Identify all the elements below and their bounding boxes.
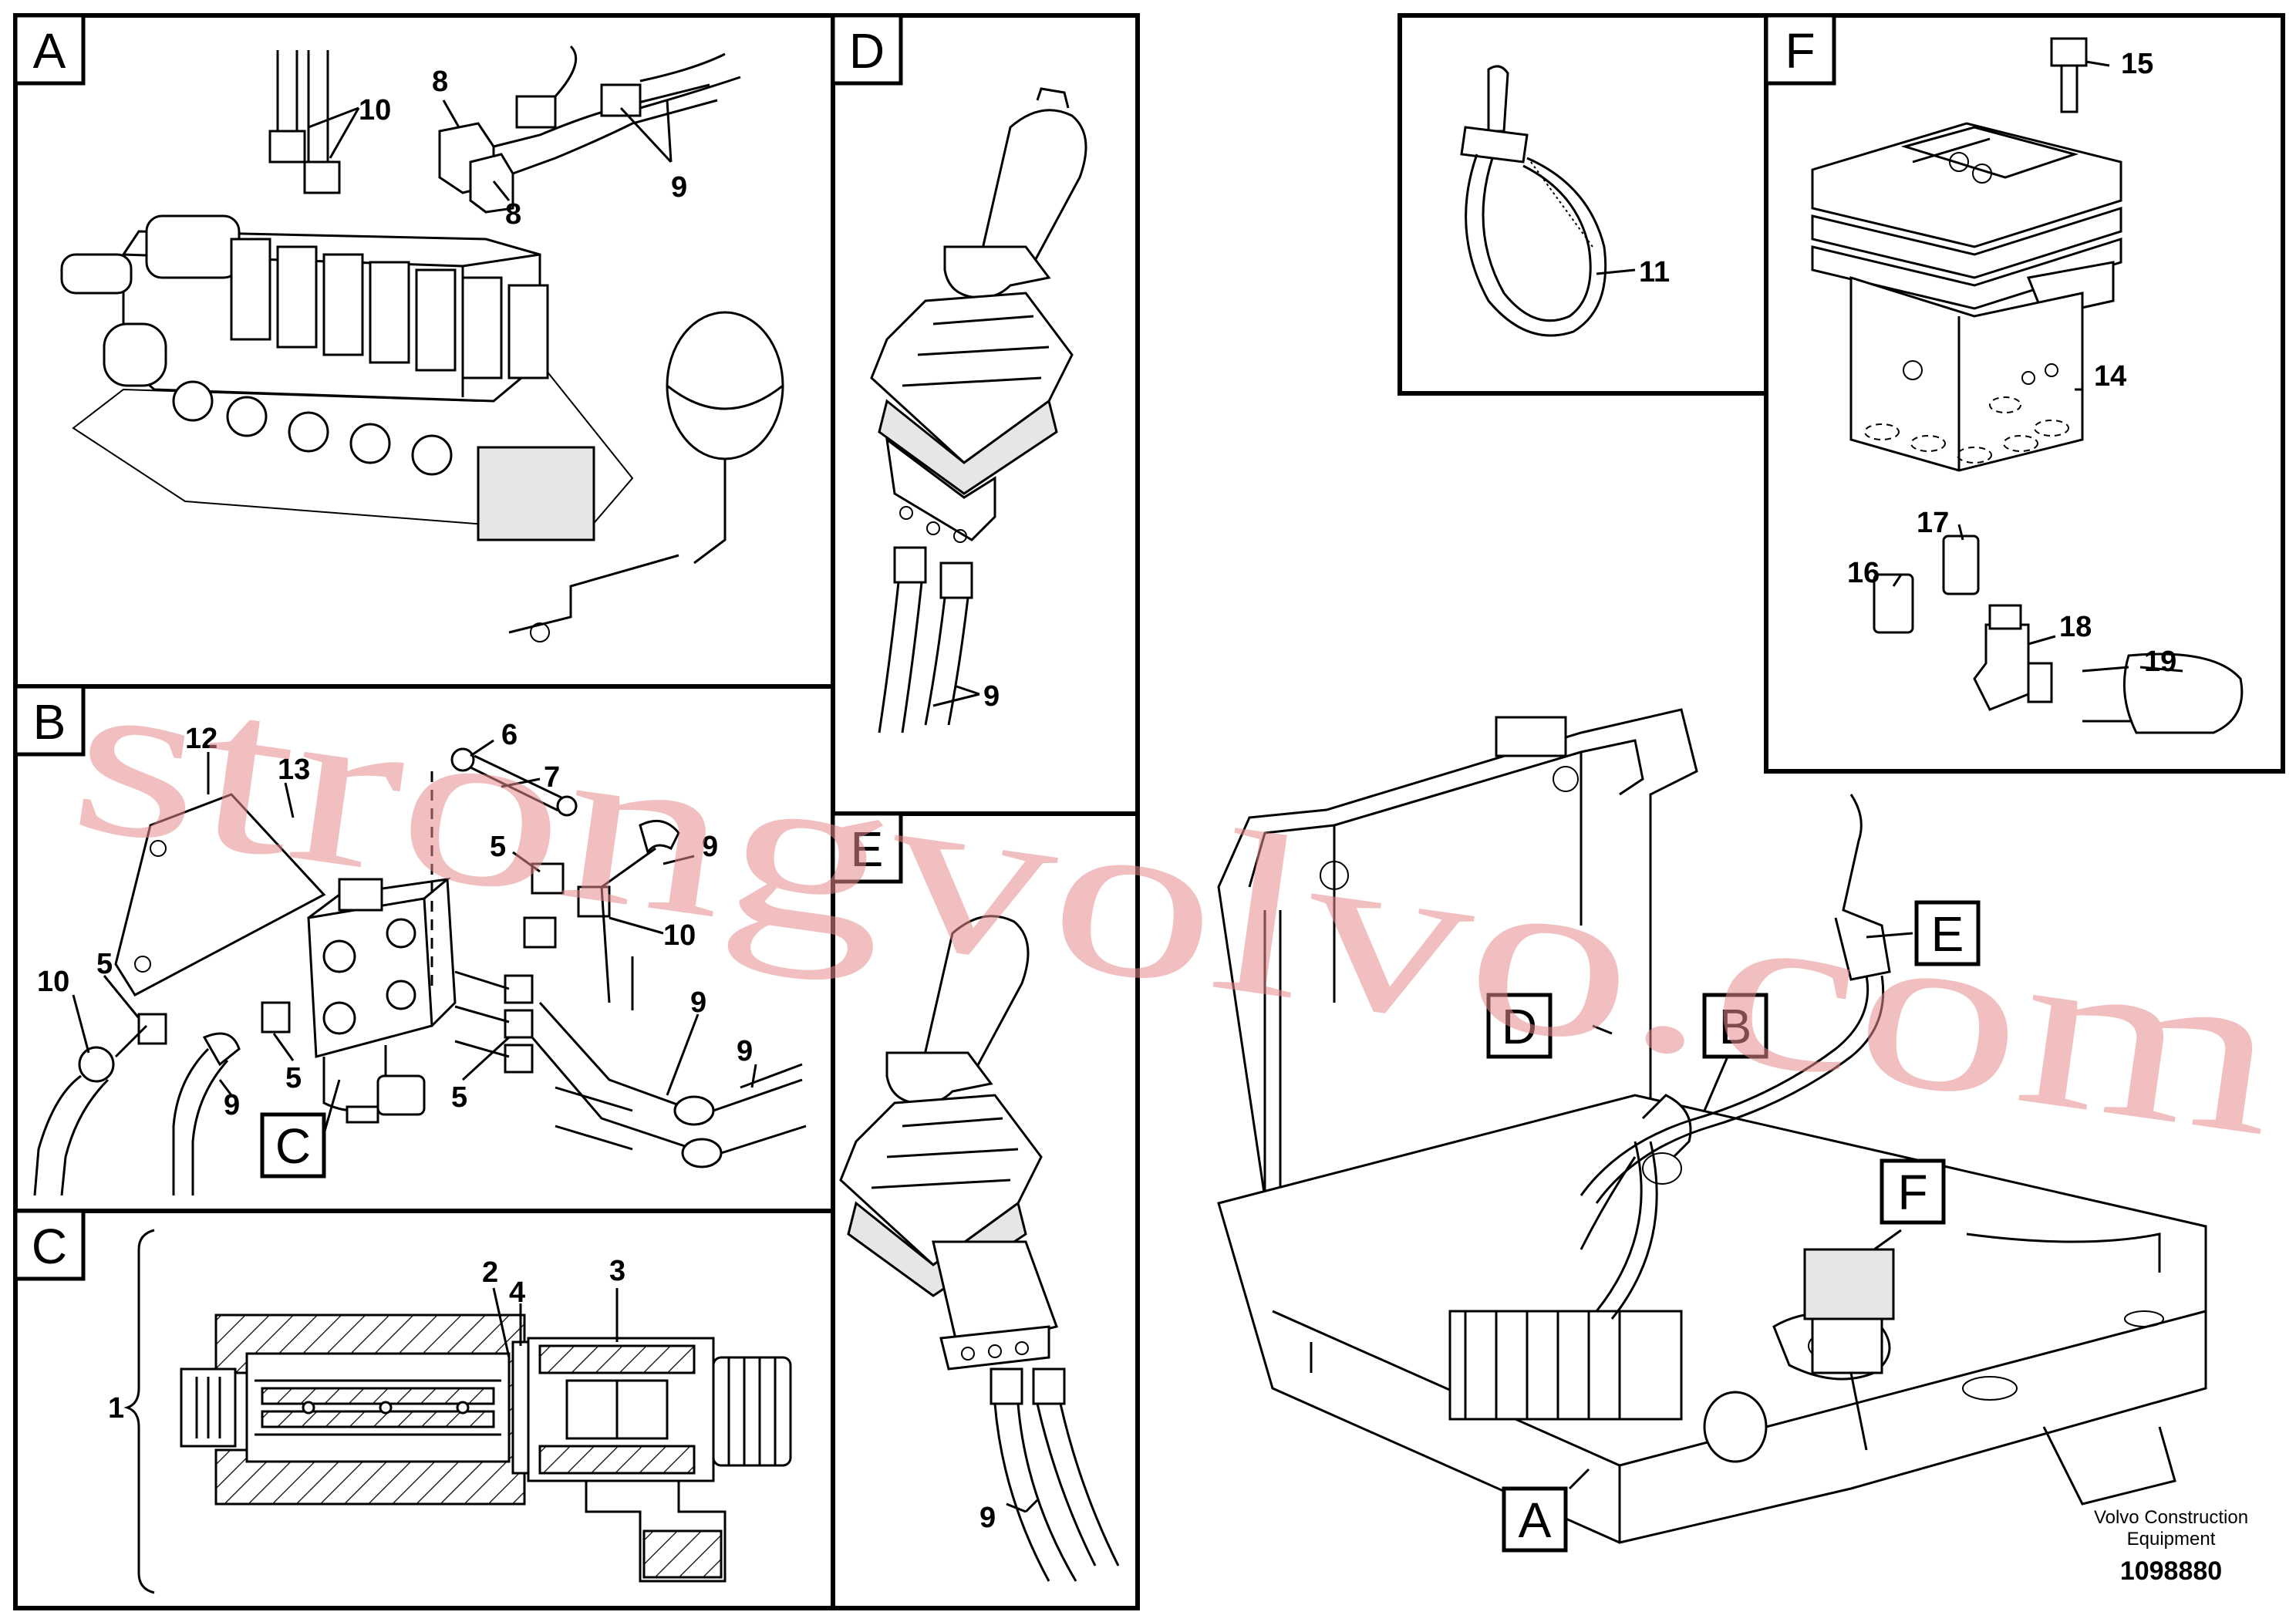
panel-f-leaders (1892, 60, 2183, 673)
panel-b: B (13, 684, 835, 1213)
footer-company-line2: Equipment (2127, 1529, 2216, 1549)
callout-11: 11 (1639, 256, 1670, 288)
callout-9-b3: 9 (690, 986, 706, 1019)
callout-5-b4: 5 (451, 1081, 467, 1114)
callout-16: 16 (1847, 557, 1880, 589)
callout-8-a1: 8 (432, 66, 448, 98)
cartridge-section-drawing (123, 1229, 792, 1594)
joystick-d-drawing (870, 87, 1087, 733)
callout-5-b1: 5 (490, 831, 506, 863)
callout-9-b4: 9 (737, 1035, 753, 1067)
footer: Volvo Construction Equipment 1098880 (2094, 1507, 2248, 1586)
callout-8-a2: 8 (505, 198, 521, 231)
panel-e-label: E (851, 821, 884, 877)
footer-company-line1: Volvo Construction (2094, 1507, 2248, 1528)
callout-2: 2 (482, 1256, 498, 1289)
callout-9-a: 9 (671, 171, 687, 204)
callout-6: 6 (501, 719, 518, 751)
callout-19: 19 (2144, 646, 2176, 678)
callout-10-b2: 10 (37, 966, 69, 998)
panel-a-leaders (308, 99, 673, 201)
solenoid-valve-drawing (33, 747, 807, 1196)
callout-a-overview: A (1519, 1492, 1552, 1548)
panel-f: F (1764, 13, 2285, 774)
joystick-e-drawing (839, 915, 1120, 1582)
footer-doc-number: 1098880 (2120, 1556, 2222, 1586)
callout-10-a: 10 (359, 94, 391, 126)
callout-15: 15 (2121, 48, 2153, 80)
callout-12: 12 (185, 723, 217, 755)
pilot-valve-drawing (1811, 37, 2244, 734)
callout-10-b1: 10 (663, 919, 696, 952)
callout-5-b3: 5 (285, 1062, 302, 1094)
panel-d-label: D (849, 23, 885, 79)
callout-4: 4 (509, 1276, 525, 1309)
callout-13: 13 (278, 754, 310, 786)
callout-e-overview: E (1931, 906, 1964, 962)
panel-f-label: F (1785, 23, 1815, 79)
callout-9-b1: 9 (702, 831, 718, 863)
panel-d: D 9 (831, 13, 1140, 816)
panel-a: A (13, 13, 835, 689)
panel-a-label: A (33, 23, 66, 79)
callout-17: 17 (1917, 507, 1949, 539)
cab-overview-drawing (1217, 708, 2207, 1544)
callout-7: 7 (544, 761, 560, 794)
panel-b-label: B (33, 694, 66, 750)
panel-cable-tie: 11 (1397, 13, 1768, 396)
panel-c-label: C (32, 1219, 67, 1274)
callout-d-overview: D (1502, 999, 1537, 1054)
panel-e: E 9 (831, 811, 1140, 1610)
panel-b-leaders (72, 739, 757, 1135)
callout-3: 3 (609, 1255, 625, 1287)
panel-c: C 1 2 (13, 1209, 835, 1610)
callout-18: 18 (2059, 611, 2092, 643)
valve-block-drawing (60, 45, 784, 642)
callout-b-overview: B (1719, 999, 1752, 1054)
callout-9-d: 9 (983, 680, 1000, 713)
callout-5-b2: 5 (96, 948, 113, 980)
callout-9-b2: 9 (224, 1089, 240, 1121)
callout-c-in-b: C (275, 1118, 311, 1174)
overview-callouts: D B E F A (1486, 900, 1981, 1553)
callout-1: 1 (108, 1392, 124, 1425)
cable-tie-drawing (1460, 65, 1607, 337)
callout-14: 14 (2094, 360, 2126, 393)
callout-f-overview: F (1897, 1165, 1927, 1220)
callout-9-e: 9 (979, 1502, 996, 1534)
